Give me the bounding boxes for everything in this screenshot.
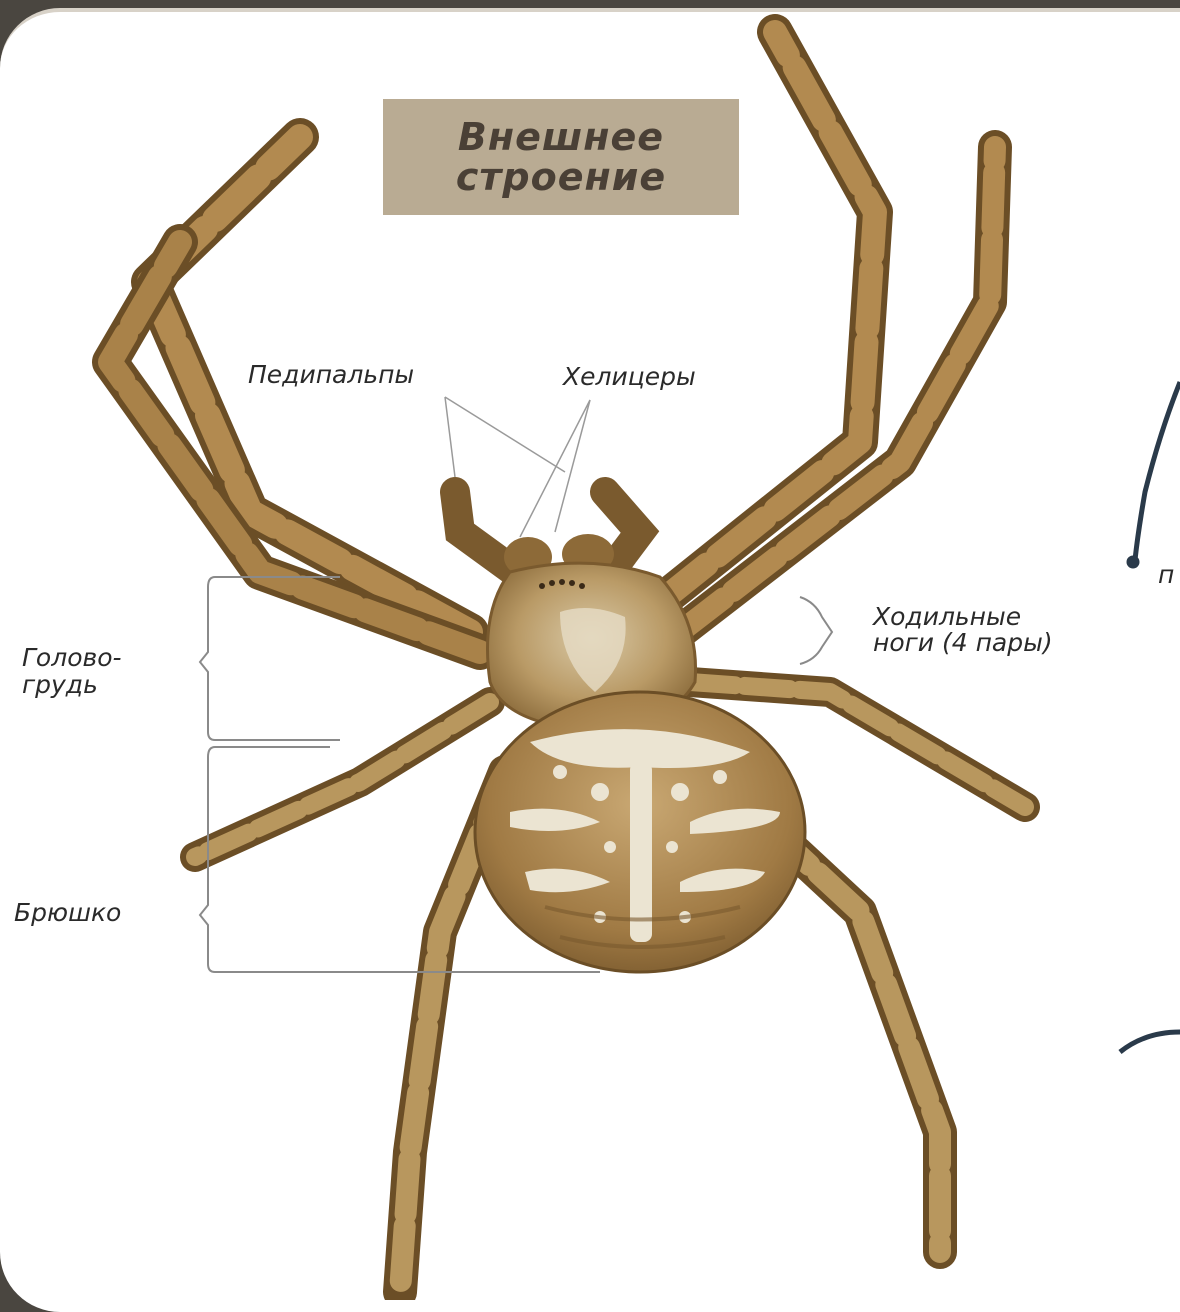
label-pedipalps: Педипальпы <box>248 362 414 387</box>
label-chelicerae: Хелицеры <box>563 364 696 389</box>
title-line-2: строение <box>456 157 666 197</box>
label-cut-off: п <box>1158 560 1174 589</box>
label-cephalothorax-line2: грудь <box>22 672 98 697</box>
title-line-1: Внешнее <box>458 117 664 157</box>
label-walking-legs-line2: ноги (4 пары) <box>873 630 1053 655</box>
walking-legs-bracket <box>800 597 832 664</box>
partial-illustration <box>1120 382 1180 1052</box>
diagram-card: Внешнее строение Педипальпы Хелицеры Гол… <box>0 8 1180 1312</box>
label-cephalothorax-line1: Голово- <box>22 645 122 670</box>
title-box: Внешнее строение <box>383 99 739 215</box>
label-walking-legs-line1: Ходильные <box>873 604 1021 629</box>
label-abdomen: Брюшко <box>14 900 121 925</box>
